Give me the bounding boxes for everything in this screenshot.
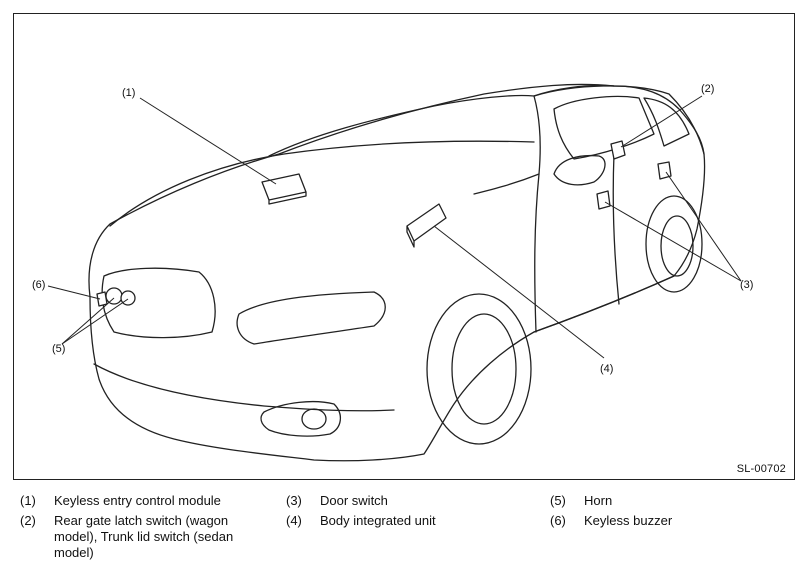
legend: (1) Keyless entry control module (2) Rea… bbox=[20, 491, 800, 571]
a-pillar bbox=[533, 84, 615, 97]
car-body-outline bbox=[88, 83, 706, 462]
legend-text: Door switch bbox=[320, 493, 388, 508]
keyless-entry-control-module bbox=[261, 173, 307, 205]
leader-5b bbox=[61, 298, 129, 345]
leader-2 bbox=[620, 95, 703, 148]
legend-item-2: (2) Rear gate latch switch (wagon model)… bbox=[20, 513, 260, 561]
rear-window bbox=[643, 97, 690, 147]
callout-5: (5) bbox=[52, 343, 65, 355]
legend-num: (1) bbox=[20, 493, 36, 508]
front-bumper bbox=[93, 363, 395, 412]
legend-item-6: (6) Keyless buzzer bbox=[550, 513, 780, 529]
legend-item-3: (3) Door switch bbox=[286, 493, 516, 509]
rear-wheel-hub bbox=[660, 215, 694, 277]
legend-text: Body integrated unit bbox=[320, 513, 436, 528]
legend-text: Horn bbox=[584, 493, 613, 508]
leader-5a bbox=[61, 297, 115, 345]
legend-num: (4) bbox=[286, 513, 302, 528]
leader-3a bbox=[665, 171, 742, 282]
callout-4: (4) bbox=[600, 363, 613, 375]
roof-line bbox=[533, 85, 705, 155]
car-diagram: (1) (2) (3) (4) (5) (6) bbox=[32, 83, 753, 462]
headlight bbox=[236, 291, 386, 345]
legend-item-5: (5) Horn bbox=[550, 493, 780, 509]
callout-6: (6) bbox=[32, 279, 45, 291]
rear-wheel bbox=[645, 195, 703, 293]
fog-lamp bbox=[301, 408, 327, 430]
rocker-panel bbox=[533, 275, 675, 333]
legend-item-4: (4) Body integrated unit bbox=[286, 513, 516, 529]
callout-2: (2) bbox=[701, 83, 714, 95]
horn-left bbox=[105, 287, 123, 305]
rear-gate-latch-switch bbox=[610, 140, 626, 160]
figure-frame: (1) (2) (3) (4) (5) (6) SL-00702 bbox=[13, 13, 795, 480]
legend-num: (6) bbox=[550, 513, 566, 528]
callout-3: (3) bbox=[740, 279, 753, 291]
legend-text: Rear gate latch switch (wagon model), Tr… bbox=[54, 513, 234, 560]
grille bbox=[101, 267, 216, 339]
front-door-edge bbox=[534, 173, 540, 333]
hood-line bbox=[109, 140, 535, 227]
leader-3b bbox=[604, 201, 742, 282]
fog-light bbox=[260, 400, 341, 437]
side-mirror bbox=[553, 154, 606, 186]
leader-6 bbox=[47, 285, 101, 300]
callout-1: (1) bbox=[122, 87, 135, 99]
leader-4 bbox=[433, 225, 605, 359]
side-windows bbox=[553, 95, 655, 160]
rear-door-edge bbox=[612, 153, 620, 305]
door-switch-front bbox=[596, 190, 611, 210]
legend-num: (5) bbox=[550, 493, 566, 508]
body-integrated-unit bbox=[406, 203, 447, 248]
figure-code: SL-00702 bbox=[736, 463, 786, 475]
legend-num: (2) bbox=[20, 513, 36, 528]
windshield bbox=[268, 94, 541, 195]
legend-item-1: (1) Keyless entry control module bbox=[20, 493, 270, 509]
front-wheel bbox=[426, 293, 532, 445]
legend-text: Keyless buzzer bbox=[584, 513, 673, 528]
leader-1 bbox=[139, 97, 277, 185]
legend-num: (3) bbox=[286, 493, 302, 508]
legend-text: Keyless entry control module bbox=[54, 493, 221, 508]
front-wheel-hub bbox=[451, 313, 517, 425]
